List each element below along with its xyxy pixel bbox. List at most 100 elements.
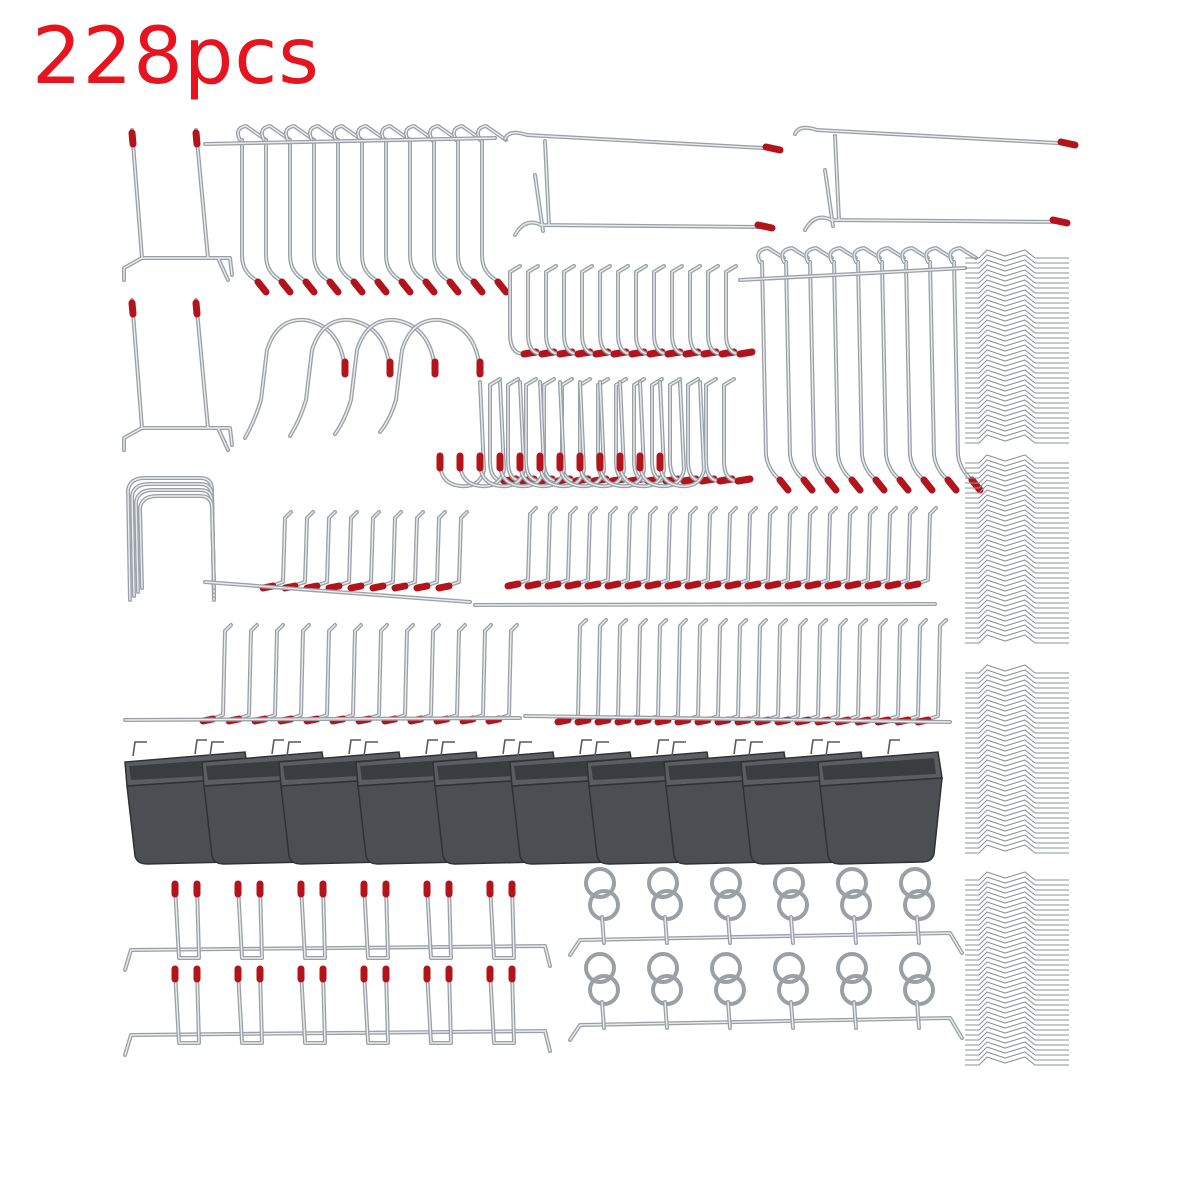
red-tip-cap (920, 476, 936, 494)
l-hook (504, 506, 538, 590)
j-hook (562, 264, 594, 358)
rack-bar (568, 1016, 964, 1042)
red-tip-cap (302, 278, 318, 296)
long-hook (780, 246, 816, 494)
rack-prong (488, 884, 516, 960)
l-hook (459, 623, 493, 725)
red-tip-cap (776, 476, 792, 494)
j-hook (706, 264, 738, 358)
ring-stem (915, 1000, 921, 1030)
l-hook (329, 623, 363, 725)
curved-hook (288, 317, 394, 438)
j-hook (688, 264, 720, 358)
ring-holder (773, 867, 809, 945)
long-hook (924, 246, 960, 494)
red-tip-cap (624, 580, 642, 590)
red-tip-cap (594, 716, 612, 726)
ring-stem (663, 915, 669, 945)
l-hook (303, 510, 337, 592)
double-rod-hook (793, 125, 1079, 232)
red-tip-cap (128, 129, 137, 148)
l-hook (754, 618, 788, 726)
l-hook (277, 623, 311, 725)
red-tip-cap (254, 278, 270, 296)
red-tip-cap (504, 580, 522, 590)
j-hook (508, 264, 540, 358)
ring-stem (663, 1000, 669, 1030)
l-hook (435, 510, 469, 592)
rack-prong (425, 884, 453, 960)
rack-prong (362, 969, 390, 1045)
l-hook (634, 618, 668, 726)
l-hook (784, 506, 818, 590)
l-hook (251, 623, 285, 725)
red-tip-cap (762, 143, 784, 154)
rack-prong (362, 884, 390, 960)
red-tip-cap (374, 278, 390, 296)
bins-group (124, 739, 943, 865)
red-tip-cap (614, 716, 632, 726)
red-tip-cap (326, 278, 342, 296)
ring-holder (773, 952, 809, 1030)
double-prong-hook (122, 298, 234, 452)
j-hook (724, 264, 756, 358)
locking-clip-stack (965, 871, 1069, 1066)
l-hook (684, 506, 718, 590)
red-tip-cap (369, 582, 387, 592)
red-tip-cap (544, 580, 562, 590)
single-hook (380, 124, 414, 296)
long-hook (948, 246, 984, 494)
reverse-j-hook (636, 380, 686, 489)
ring-stem (789, 1000, 795, 1030)
red-tip-cap (654, 716, 672, 726)
ring-holder (899, 952, 935, 1030)
rack-bar (123, 944, 552, 972)
locking-clip-stack (965, 664, 1069, 854)
red-tip-cap (303, 582, 321, 592)
single-hook (452, 124, 486, 296)
long-hook (852, 246, 888, 494)
j-hook (544, 264, 576, 358)
l-hook (524, 506, 558, 590)
red-tip-cap (896, 476, 912, 494)
red-tip-cap (350, 278, 366, 296)
ring-holder (584, 952, 620, 1030)
single-hook (428, 124, 462, 296)
l-hook (407, 623, 441, 725)
mount-bar (203, 136, 497, 146)
red-tip-cap (872, 476, 888, 494)
l-hook (674, 618, 708, 726)
curved-hook (333, 317, 439, 436)
red-tip-cap (904, 580, 922, 590)
red-tip-cap (398, 278, 414, 296)
mount-bar (523, 714, 952, 724)
j-hook (652, 264, 684, 358)
red-tip-cap (724, 580, 742, 590)
long-hook (900, 246, 936, 494)
rack-prong (236, 884, 264, 960)
rack-prong (173, 969, 201, 1045)
l-hook (814, 618, 848, 726)
ring-stem (726, 1000, 732, 1030)
red-tip-cap (470, 278, 486, 296)
rack-prong (425, 969, 453, 1045)
j-hook (580, 264, 612, 358)
l-hook (804, 506, 838, 590)
l-hook (624, 506, 658, 590)
ring-stem (600, 915, 606, 945)
rack-prong (299, 969, 327, 1045)
double-prong-hook (122, 128, 234, 282)
long-hook (876, 246, 912, 494)
l-hook (864, 506, 898, 590)
l-hook (854, 618, 888, 726)
l-hook (325, 510, 359, 592)
ring-stem (600, 1000, 606, 1030)
l-hook (714, 618, 748, 726)
rack-prong (236, 969, 264, 1045)
l-hook (259, 510, 293, 592)
red-tip-cap (844, 580, 862, 590)
red-tip-cap (884, 580, 902, 590)
l-hook (303, 623, 337, 725)
reverse-j-hook (656, 380, 706, 489)
l-hook (347, 510, 381, 592)
